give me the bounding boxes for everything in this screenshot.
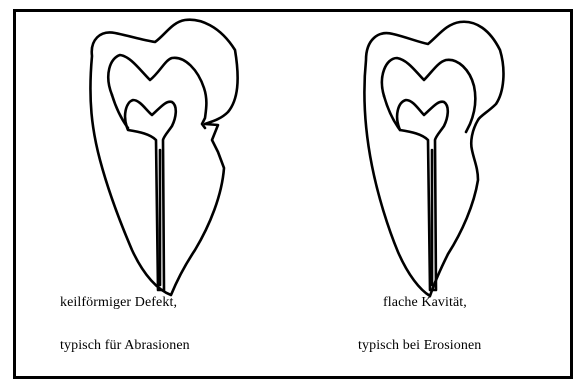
enamel-line xyxy=(382,58,475,132)
enamel-line xyxy=(108,55,206,128)
caption-right-line1: flache Kavität, xyxy=(383,295,467,311)
tooth-flat-cavity xyxy=(364,22,503,296)
tooth-wedge-defect xyxy=(90,20,237,295)
caption-left-line1: keilförmiger Defekt, xyxy=(60,295,177,311)
pulp-chamber xyxy=(397,100,448,290)
caption-left-line2: typisch für Abrasionen xyxy=(60,338,190,354)
pulp-chamber xyxy=(125,100,176,290)
caption-right-line2: typisch bei Erosionen xyxy=(358,338,481,354)
